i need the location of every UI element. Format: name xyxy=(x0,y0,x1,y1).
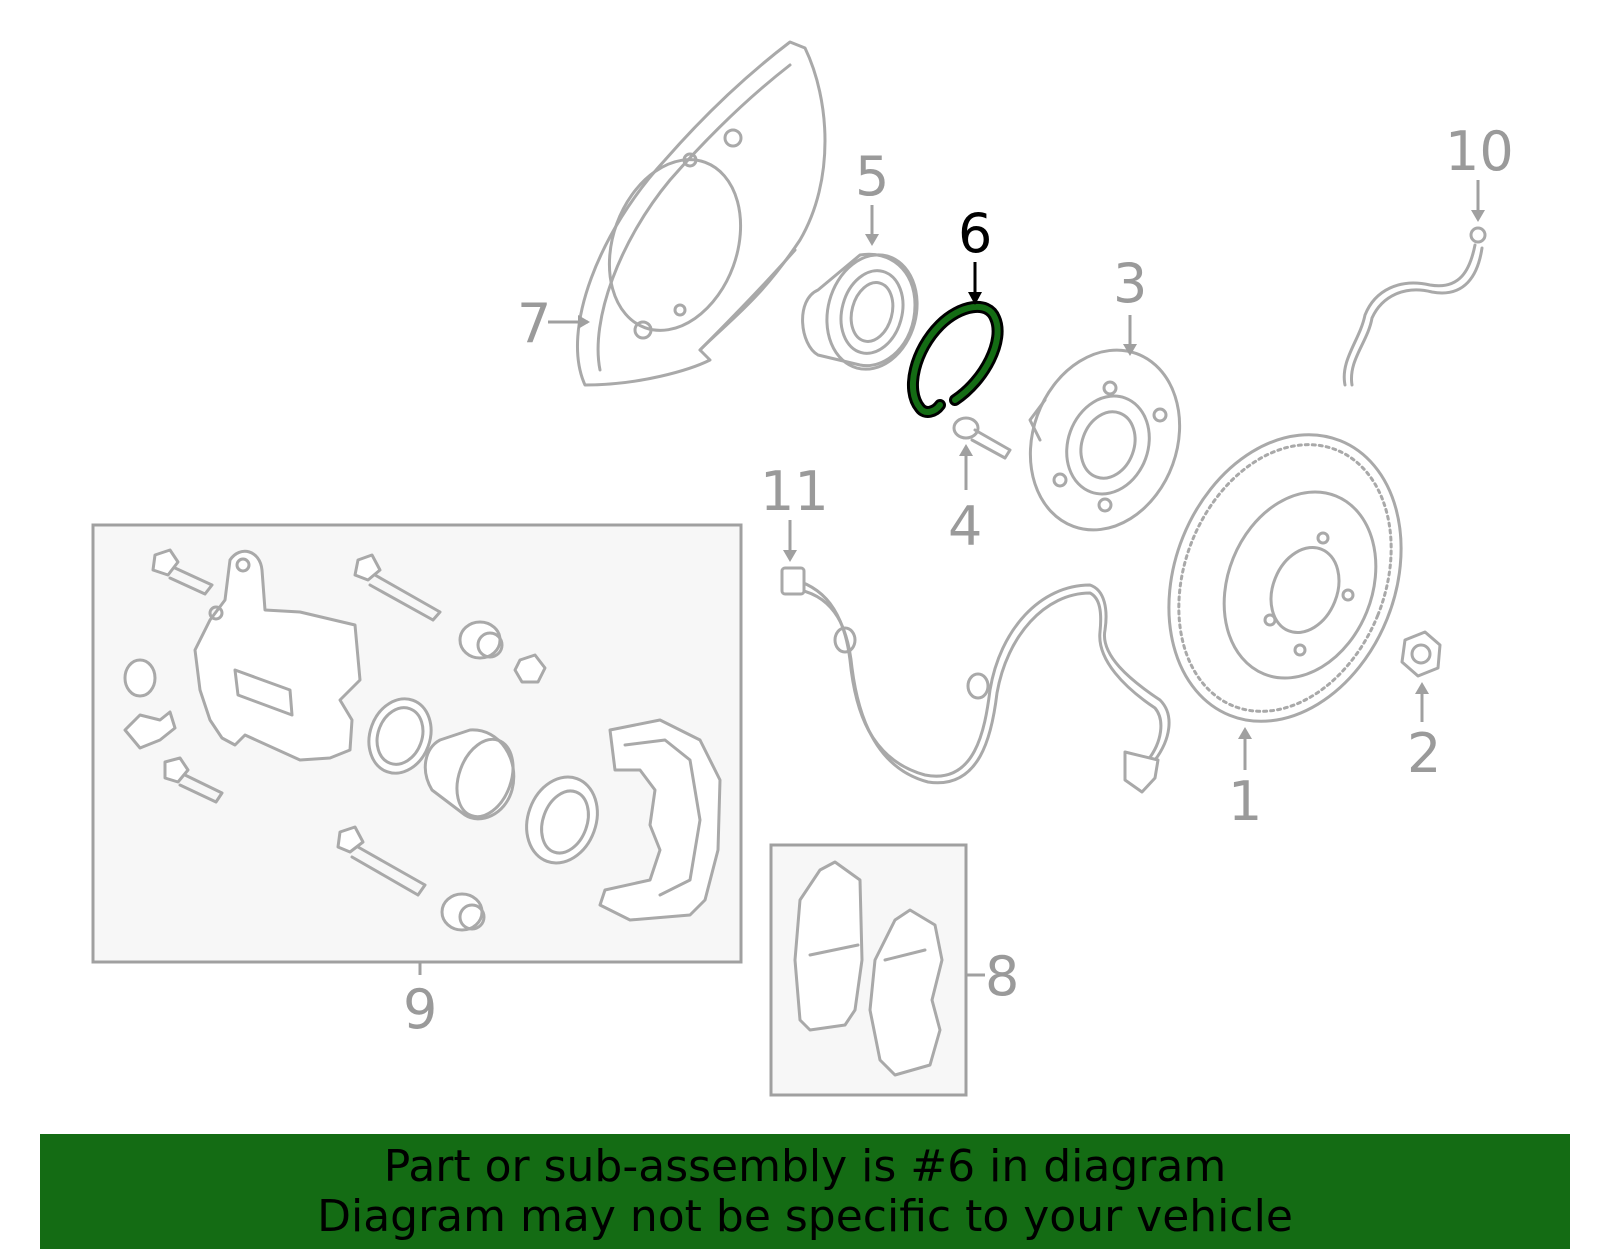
part-6-snap-ring xyxy=(907,300,1004,418)
callout-10: 10 xyxy=(1445,120,1514,183)
banner-line-1: Part or sub-assembly is #6 in diagram xyxy=(383,1140,1227,1192)
callouts: 1 2 3 4 5 6 7 8 9 10 11 xyxy=(403,120,1514,1041)
callout-4: 4 xyxy=(948,495,982,558)
banner-line-2: Diagram may not be specific to your vehi… xyxy=(317,1190,1293,1242)
leader-lines xyxy=(418,180,1485,977)
callout-3: 3 xyxy=(1113,252,1147,315)
callout-6: 6 xyxy=(958,202,992,265)
callout-11: 11 xyxy=(760,460,829,523)
part-3-wheel-hub xyxy=(1028,348,1182,532)
part-11-abs-sensor-wire xyxy=(780,566,1171,794)
callout-2: 2 xyxy=(1407,722,1441,785)
callout-7: 7 xyxy=(517,292,551,355)
callout-9: 9 xyxy=(403,978,437,1041)
part-1-brake-rotor xyxy=(1167,433,1403,723)
part-4-hub-bolt xyxy=(952,416,1012,460)
callout-5: 5 xyxy=(855,145,889,208)
part-8-brake-pads xyxy=(769,843,968,1097)
callout-8: 8 xyxy=(985,945,1019,1008)
part-10-brake-hose xyxy=(1342,226,1487,387)
callout-1: 1 xyxy=(1228,770,1262,833)
info-banner: Part or sub-assembly is #6 in diagram Di… xyxy=(40,1134,1570,1249)
part-5-bearing xyxy=(801,252,919,371)
part-9-caliper-assembly xyxy=(91,523,743,964)
part-7-dust-shield xyxy=(576,40,827,387)
part-2-lug-nut xyxy=(1400,630,1442,678)
